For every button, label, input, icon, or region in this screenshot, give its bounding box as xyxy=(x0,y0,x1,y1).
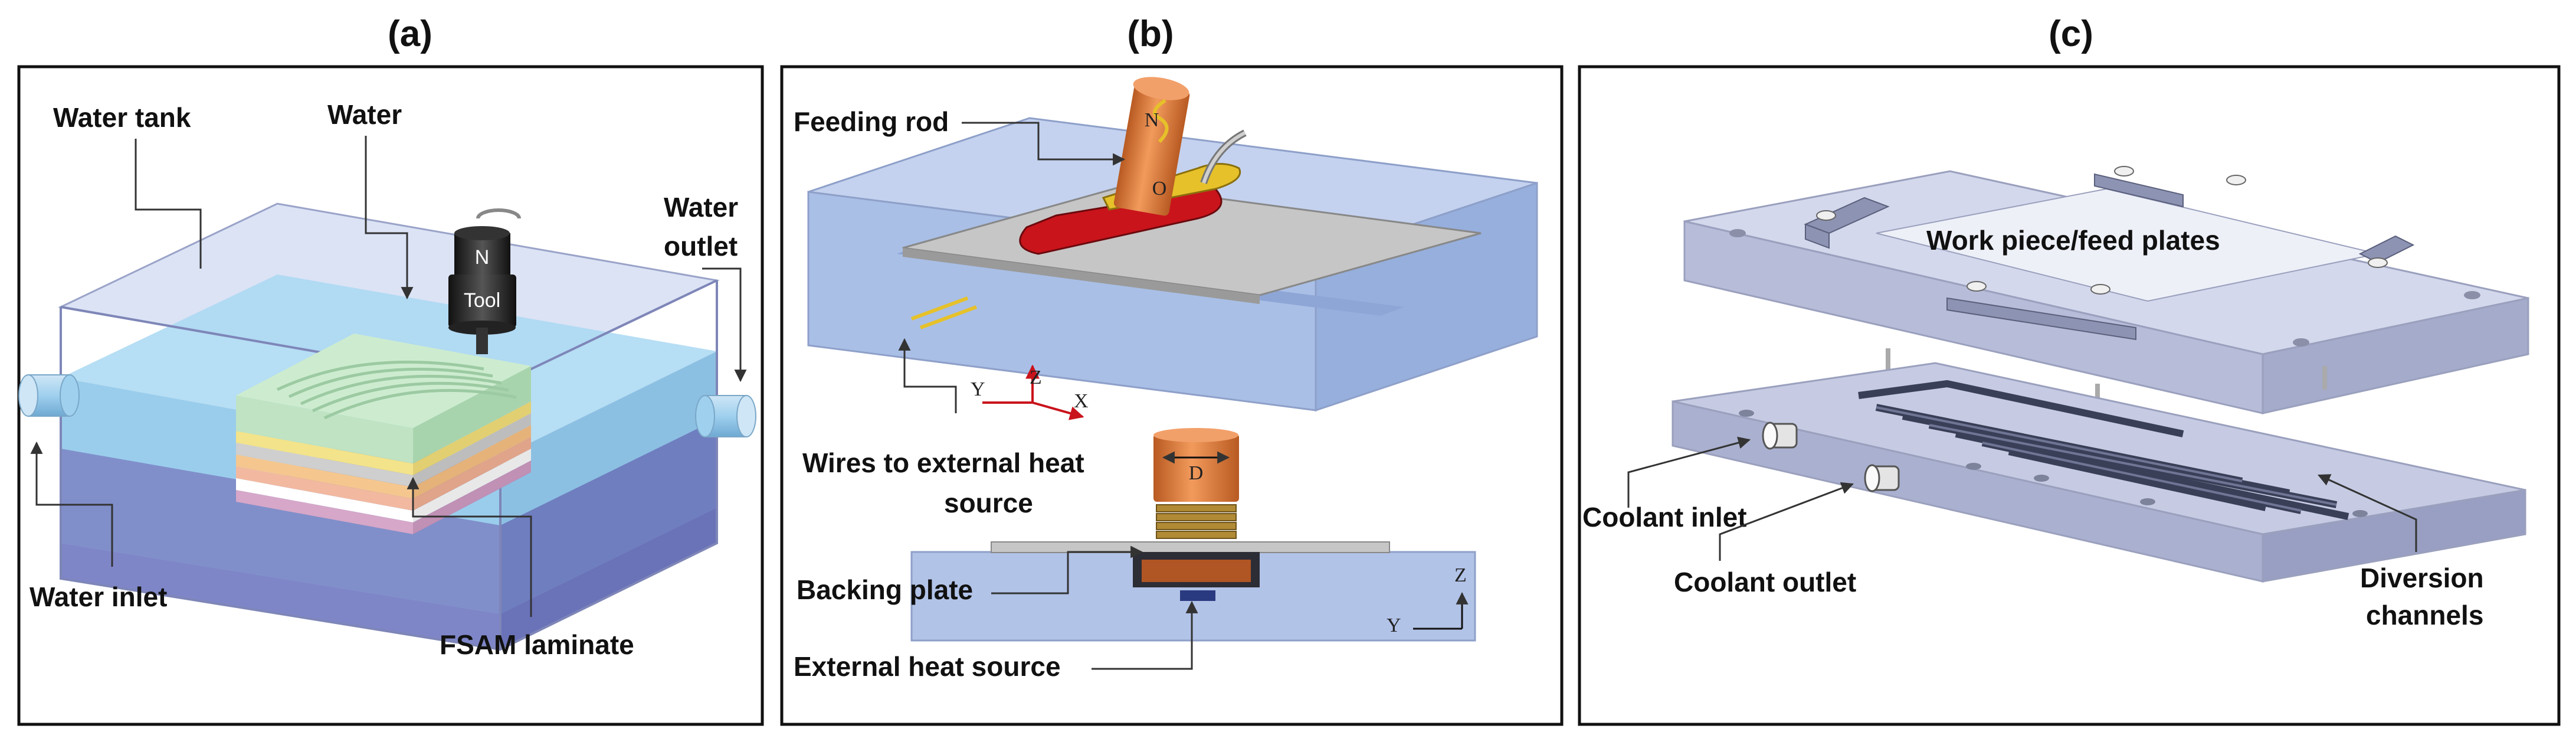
fsam-laminate-stack xyxy=(236,334,531,534)
panel-a-illustration: N Tool xyxy=(18,202,756,651)
fsam-laminate-label: FSAM laminate xyxy=(440,629,634,660)
diversion-label-2: channels xyxy=(2366,600,2483,630)
tool-pole-label: N xyxy=(475,246,490,269)
panel-b-frame xyxy=(780,65,1564,726)
panel-b-cross-section: D Z Y xyxy=(910,428,1476,642)
coolant-inlet-label: Coolant inlet xyxy=(1582,502,1747,532)
water-outlet-label-1: Water xyxy=(664,192,738,223)
wires-label-1: Wires to external heat xyxy=(802,447,1084,478)
feeding-rod-label: Feeding rod xyxy=(794,106,949,137)
axis-y-bottom: Y xyxy=(1387,615,1401,636)
rod-o-label: O xyxy=(1152,178,1167,200)
axis-x-top: X xyxy=(1074,390,1089,412)
coolant-fittings xyxy=(1762,421,1900,492)
feeding-rod-leader xyxy=(962,122,1126,166)
panel-c-upper-plate xyxy=(1683,166,2529,414)
wires-leader xyxy=(898,338,957,413)
rod-n-label: N xyxy=(1145,109,1159,131)
water-inlet-pipe xyxy=(18,374,80,417)
diversion-label-1: Diversion xyxy=(2360,563,2484,593)
panel-c-label: (c) xyxy=(2049,14,2093,54)
coolant-outlet-label: Coolant outlet xyxy=(1674,567,1856,597)
water-outlet-leader xyxy=(702,267,747,383)
panel-b-top-illustration: N O xyxy=(807,77,1538,412)
coolant-inlet-leader xyxy=(1627,436,1751,508)
tool-label: Tool xyxy=(464,289,500,312)
water-tank-leader xyxy=(135,139,202,269)
external-heat-label: External heat source xyxy=(794,651,1061,682)
water-outlet-pipe xyxy=(695,395,756,437)
water-label: Water xyxy=(327,99,402,130)
water-tank-label: Water tank xyxy=(53,102,191,133)
water-leader xyxy=(365,136,414,300)
dim-d-label: D xyxy=(1189,462,1204,484)
tank-base-front xyxy=(61,543,500,649)
diversion-channels-leader xyxy=(2318,474,2417,552)
coolant-outlet-leader xyxy=(1719,482,1854,561)
axis-z-top: Z xyxy=(1030,367,1042,388)
external-heat-leader xyxy=(1092,600,1198,670)
water-outlet-label-2: outlet xyxy=(664,231,738,262)
backing-plate-leader xyxy=(991,545,1143,594)
panel-b-label: (b) xyxy=(1127,14,1174,54)
panel-a-label: (a) xyxy=(388,14,432,54)
water-inlet-label: Water inlet xyxy=(30,581,167,612)
fsw-tool: N Tool xyxy=(448,208,521,354)
tank-base-side xyxy=(500,508,717,649)
water-inlet-leader xyxy=(30,441,113,567)
laminate-leader xyxy=(407,476,532,617)
backing-plate-label: Backing plate xyxy=(797,574,973,605)
panel-c-frame xyxy=(1578,65,2561,726)
panel-b-axes-top: Z X Y xyxy=(971,364,1089,420)
axis-z-bottom: Z xyxy=(1454,564,1467,586)
panel-c-lower-plate xyxy=(1672,362,2526,583)
axis-y-top: Y xyxy=(971,378,985,400)
wires-label-2: source xyxy=(944,488,1033,518)
work-piece-feed-plates-label: Work piece/feed plates xyxy=(1926,225,2220,256)
